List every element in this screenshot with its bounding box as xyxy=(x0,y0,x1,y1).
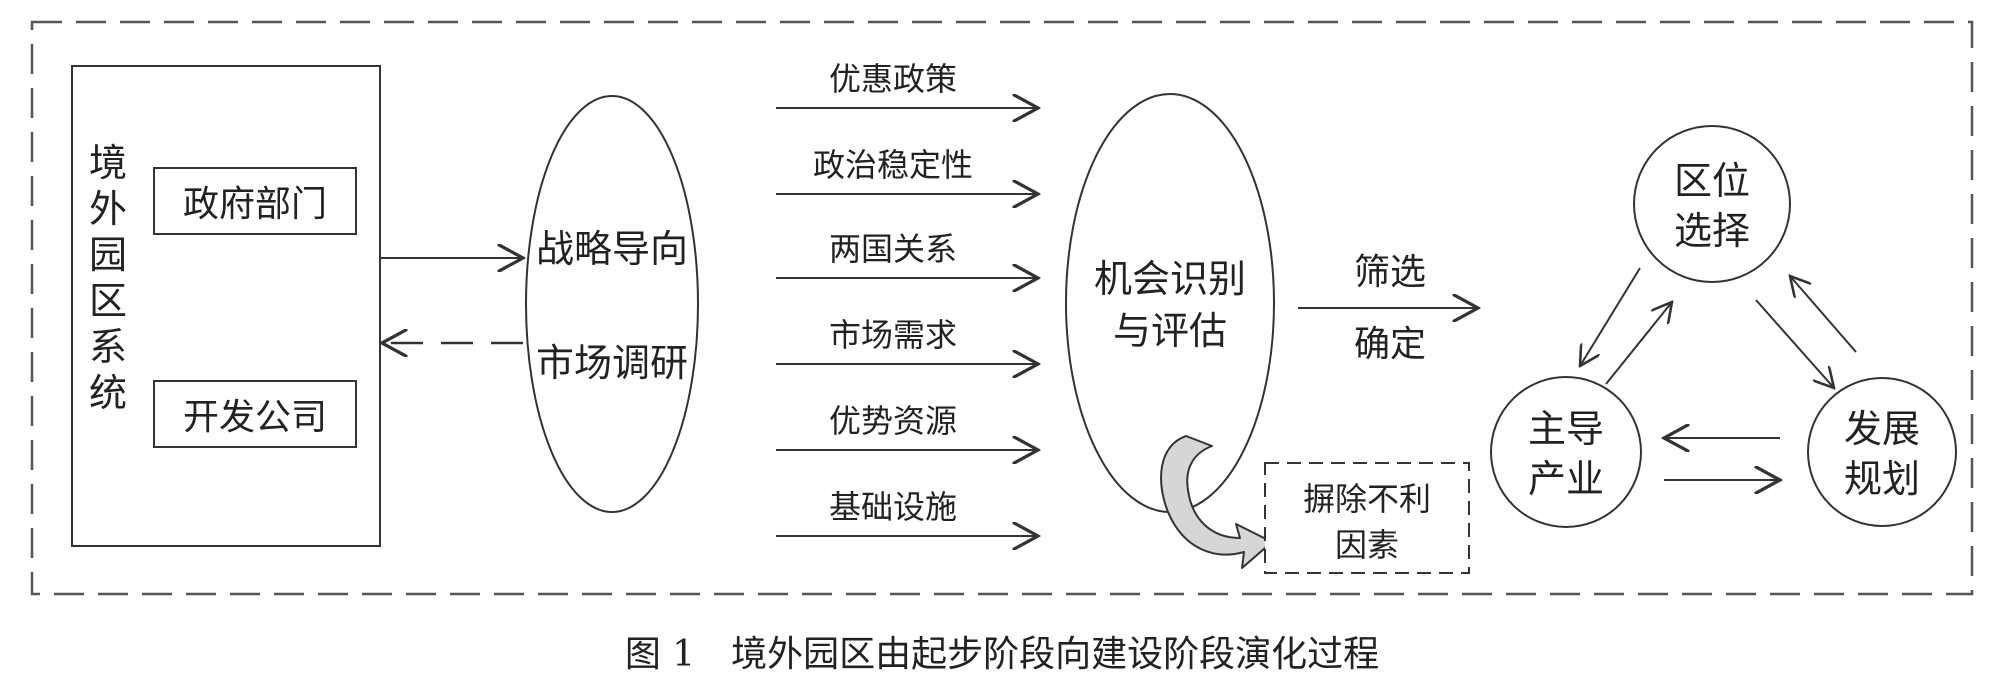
arrow-planning-to-location xyxy=(1790,276,1857,353)
screening-line2: 确定 xyxy=(1354,324,1426,365)
exclusion-dashed-box xyxy=(1264,462,1470,574)
box-government-label: 政府部门 xyxy=(183,184,327,225)
opportunity-line2: 与评估 xyxy=(1113,309,1227,353)
factor-label: 优势资源 xyxy=(829,402,957,440)
system-label: 境外园区系统 xyxy=(89,141,127,415)
strategy-ellipse xyxy=(525,95,699,513)
box-developer xyxy=(153,380,357,448)
factor-label: 基础设施 xyxy=(829,488,957,526)
arrow-location-to-planning xyxy=(1755,299,1834,388)
arrow-industry-to-location xyxy=(1605,302,1672,385)
system-label-char: 外 xyxy=(89,187,127,231)
system-label-char: 区 xyxy=(89,279,127,323)
industry-line1: 主导 xyxy=(1528,407,1604,451)
system-label-char: 境 xyxy=(89,141,127,185)
screening-line1: 筛选 xyxy=(1354,252,1426,293)
circle-leading-industry xyxy=(1490,376,1642,528)
factor-label: 优惠政策 xyxy=(829,60,957,98)
arrow-location-to-industry xyxy=(1580,267,1641,366)
opportunity-line1: 机会识别 xyxy=(1094,257,1246,301)
factor-label: 市场需求 xyxy=(829,316,957,354)
circle-location-selection xyxy=(1633,125,1791,283)
system-label-char: 园 xyxy=(89,233,127,277)
location-line2: 选择 xyxy=(1674,209,1750,253)
box-government xyxy=(153,167,357,235)
exclusion-line2: 因素 xyxy=(1335,526,1399,564)
industry-line2: 产业 xyxy=(1528,457,1604,501)
box-developer-label: 开发公司 xyxy=(183,397,327,438)
factor-label: 两国关系 xyxy=(829,230,957,268)
system-box xyxy=(71,65,381,547)
exclusion-curved-arrow xyxy=(1160,435,1273,569)
planning-line2: 规划 xyxy=(1844,457,1920,501)
circle-development-planning xyxy=(1807,377,1957,527)
system-label-char: 统 xyxy=(89,371,127,415)
location-line1: 区位 xyxy=(1674,159,1750,203)
planning-line1: 发展 xyxy=(1844,407,1920,451)
figure-caption: 图 1 境外园区由起步阶段向建设阶段演化过程 xyxy=(625,634,1379,675)
outer-dashed-frame xyxy=(30,20,1974,596)
system-label-char: 系 xyxy=(89,325,127,369)
exclusion-line1: 摒除不利 xyxy=(1303,480,1431,518)
strategy-line2: 市场调研 xyxy=(536,341,688,385)
factor-label: 政治稳定性 xyxy=(813,146,973,184)
strategy-line1: 战略导向 xyxy=(536,227,688,271)
